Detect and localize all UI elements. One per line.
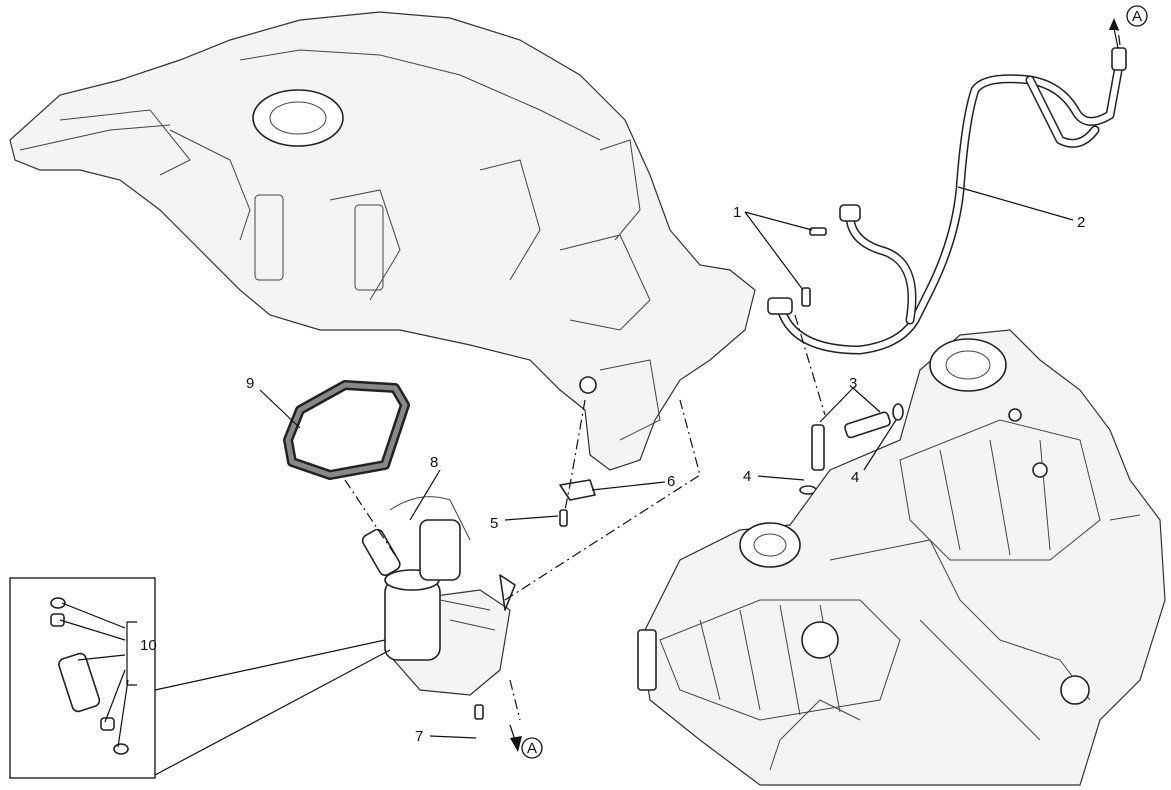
callout-1: 1 (733, 204, 741, 221)
screws-1 (801, 227, 827, 307)
gasket (283, 380, 410, 480)
bracket-and-screw (559, 479, 596, 527)
ref-a-top: A (1132, 8, 1142, 25)
callout-4-right: 4 (851, 469, 859, 486)
callout-3: 3 (849, 375, 857, 392)
engine (637, 329, 1166, 786)
callout-8: 8 (430, 454, 438, 471)
fittings-3-4 (799, 403, 904, 495)
ref-a-bottom: A (527, 740, 537, 757)
callout-2: 2 (1077, 214, 1085, 231)
callout-4-left: 4 (743, 468, 751, 485)
callout-5: 5 (490, 515, 498, 532)
callout-7: 7 (415, 728, 423, 745)
fuel-pump (361, 496, 516, 720)
assembly-lines (344, 29, 1121, 721)
fuel-hose-assembly (767, 47, 1127, 355)
filter-inset (9, 577, 391, 779)
ref-circle-top (1126, 5, 1148, 27)
fuel-tank (9, 11, 756, 471)
callout-6: 6 (667, 473, 675, 490)
ref-circle-bottom (521, 737, 543, 759)
callout-9: 9 (246, 375, 254, 392)
leader-lines (259, 18, 1119, 752)
callout-labels: 1 2 3 4 4 5 6 7 8 9 10 A A (140, 5, 1148, 759)
callout-10: 10 (140, 637, 157, 654)
